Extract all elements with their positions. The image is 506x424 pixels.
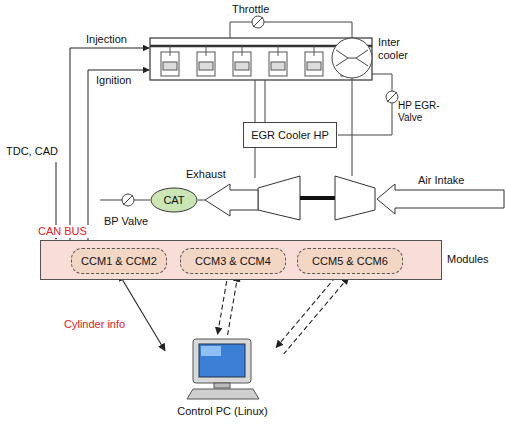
turbo-shaft — [300, 196, 335, 200]
egr-valve — [386, 91, 398, 103]
egr-pipe — [372, 74, 392, 91]
part-label: Injection — [86, 33, 127, 46]
node-text: CAT — [163, 194, 184, 207]
catalyst-ellipse: CAT — [150, 187, 198, 213]
module-box: CCM1 & CCM2 — [71, 248, 167, 274]
node-text: CCM1 & CCM2 — [81, 255, 157, 268]
computer-node: Control PC (Linux) — [165, 335, 280, 422]
part-label: BP Valve — [104, 215, 148, 228]
part-label: Ignition — [96, 74, 131, 87]
part-label: TDC, CAD — [6, 145, 58, 158]
node-text: EGR Cooler HP — [251, 129, 329, 142]
process-box: EGR Cooler HP — [243, 122, 337, 148]
charge-air-pipe — [352, 78, 353, 176]
bp-valve — [122, 194, 134, 206]
turbine — [258, 176, 300, 220]
module-box: CCM3 & CCM4 — [180, 248, 286, 274]
air-intake-arrow — [377, 184, 504, 214]
part-label: Exhaust — [186, 168, 226, 181]
node-text: CCM3 & CCM4 — [195, 255, 271, 268]
intercooler-mark — [336, 50, 368, 66]
egr-feed — [265, 80, 266, 122]
bp-flap — [123, 195, 133, 205]
intake-pipe — [230, 22, 352, 38]
part-label: Inter cooler — [378, 36, 418, 61]
node-text: Modules — [447, 253, 489, 266]
connector — [218, 273, 238, 336]
computer-icon — [165, 335, 280, 403]
connector — [276, 271, 348, 354]
part-label: HP EGR-Valve — [398, 100, 456, 123]
ignition-line — [88, 70, 149, 240]
node-text: Control PC (Linux) — [165, 405, 280, 418]
exhaust-arrow — [205, 184, 258, 216]
compressor — [335, 176, 375, 220]
egr-flap — [387, 92, 397, 102]
intercooler-symbol — [332, 38, 372, 78]
part-label: Air Intake — [418, 174, 464, 187]
throttle-valve — [252, 16, 264, 28]
module-band: ModulesCCM1 & CCM2CCM3 & CCM4CCM5 & CCM6 — [40, 240, 442, 280]
part-label: Throttle — [232, 3, 269, 16]
egr-pipe — [338, 103, 392, 135]
signal-label: CAN BUS — [36, 225, 89, 238]
node-text: CCM5 & CCM6 — [312, 255, 388, 268]
throttle-flap — [253, 17, 263, 27]
cylinders — [161, 46, 359, 76]
signal-label: Cylinder info — [64, 318, 125, 331]
injection-line — [70, 48, 149, 240]
engine-block — [150, 38, 372, 80]
module-box: CCM5 & CCM6 — [297, 248, 403, 274]
connector — [119, 274, 165, 351]
